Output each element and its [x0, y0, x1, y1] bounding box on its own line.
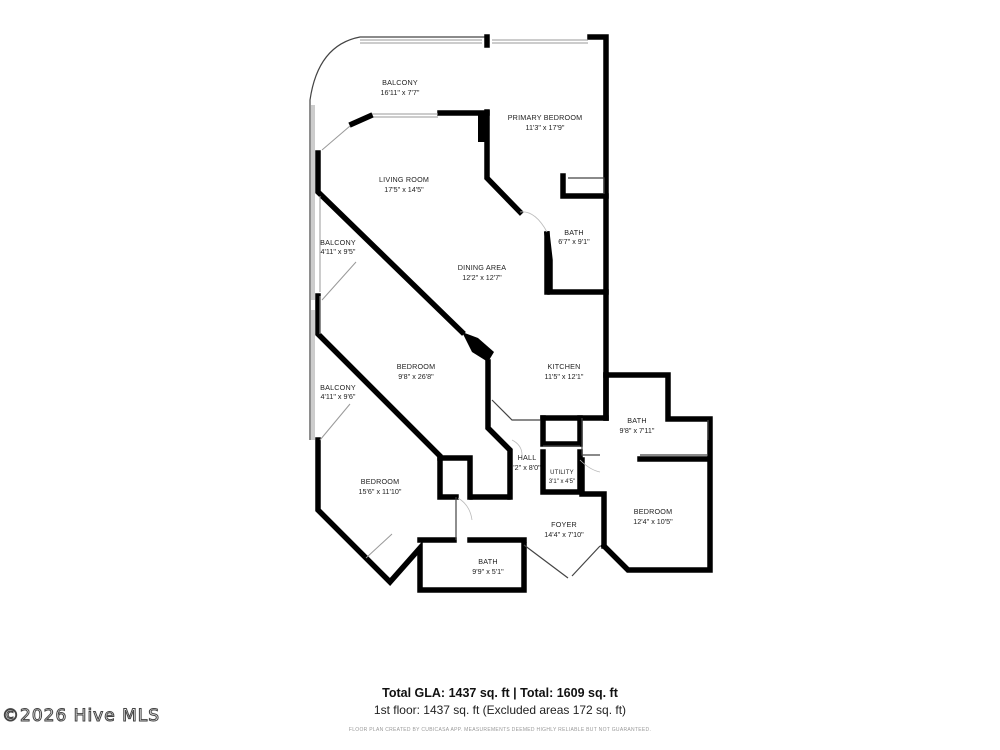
- svg-text:6'7" x 9'1": 6'7" x 9'1": [558, 237, 590, 246]
- svg-text:9'8" x 7'11": 9'8" x 7'11": [620, 426, 655, 435]
- room-label-utility: UTILITY 3'1" x 4'5": [549, 470, 575, 485]
- floor-area-summary: 1st floor: 1437 sq. ft (Excluded areas 1…: [373, 703, 627, 717]
- svg-text:BALCONY: BALCONY: [320, 238, 356, 247]
- svg-text:17'5" x 14'5": 17'5" x 14'5": [384, 185, 424, 194]
- svg-text:12'2" x 12'7": 12'2" x 12'7": [462, 273, 502, 282]
- room-label-foyer: FOYER 14'4" x 7'10": [544, 520, 584, 539]
- floor-plan: BALCONY 16'11" x 7'7" PRIMARY BEDROOM 11…: [309, 34, 713, 593]
- wall-right-block: [600, 372, 713, 573]
- svg-text:BALCONY: BALCONY: [320, 383, 356, 392]
- svg-text:HALL: HALL: [518, 453, 537, 462]
- svg-text:'2" x 8'0": '2" x 8'0": [513, 463, 541, 472]
- balcony-outline: [309, 36, 485, 440]
- room-label-primary-bedroom: PRIMARY BEDROOM 11'3" x 17'9": [508, 113, 583, 132]
- svg-text:PRIMARY BEDROOM: PRIMARY BEDROOM: [508, 113, 583, 122]
- wall-primary-top: [484, 34, 609, 421]
- column-block: [478, 114, 488, 142]
- room-label-bedroom-right: BEDROOM 12'4" x 10'5": [633, 507, 673, 526]
- room-label-bath-bottom: BATH 9'9" x 5'1": [472, 557, 504, 576]
- copyright-watermark: ©2026 Hive MLS: [1, 706, 161, 727]
- room-label-kitchen: KITCHEN 11'5" x 12'1": [545, 362, 584, 381]
- svg-text:LIVING ROOM: LIVING ROOM: [379, 175, 429, 184]
- column-diagonal: [462, 332, 494, 362]
- svg-text:DINING AREA: DINING AREA: [458, 263, 507, 272]
- svg-text:UTILITY: UTILITY: [550, 470, 574, 476]
- svg-text:BEDROOM: BEDROOM: [361, 477, 400, 486]
- wall-primary-bath: [544, 173, 609, 295]
- svg-text:9'9" x 5'1": 9'9" x 5'1": [472, 567, 504, 576]
- svg-text:11'5" x 12'1": 11'5" x 12'1": [545, 372, 584, 381]
- svg-text:15'6" x 11'10": 15'6" x 11'10": [359, 487, 402, 496]
- svg-text:BALCONY: BALCONY: [382, 78, 418, 87]
- svg-text:FOYER: FOYER: [551, 520, 577, 529]
- total-area-summary: Total GLA: 1437 sq. ft | Total: 1609 sq.…: [382, 686, 618, 700]
- wall-living-diagonal: [315, 150, 466, 336]
- svg-text:KITCHEN: KITCHEN: [548, 362, 581, 371]
- svg-text:14'4" x 7'10": 14'4" x 7'10": [544, 530, 584, 539]
- room-label-dining-area: DINING AREA 12'2" x 12'7": [458, 263, 507, 282]
- wall-bedroom-left: [315, 437, 527, 593]
- svg-text:16'11" x 7'7": 16'11" x 7'7": [381, 88, 420, 97]
- room-label-bedroom-middle: BEDROOM 9'8" x 26'8": [397, 362, 436, 381]
- room-label-balcony-top: BALCONY 16'11" x 7'7": [381, 78, 420, 97]
- svg-text:BATH: BATH: [564, 228, 583, 237]
- svg-text:9'8" x 26'8": 9'8" x 26'8": [398, 372, 434, 381]
- svg-text:BEDROOM: BEDROOM: [634, 507, 673, 516]
- room-label-balcony-mid: BALCONY 4'11" x 9'5": [320, 238, 356, 256]
- room-label-hall: HALL '2" x 8'0": [513, 453, 541, 472]
- disclaimer-text: FLOOR PLAN CREATED BY CUBICASA APP. MEAS…: [348, 727, 652, 733]
- room-label-bedroom-left: BEDROOM 15'6" x 11'10": [359, 477, 402, 496]
- room-label-balcony-low: BALCONY 4'11" x 9'6": [320, 383, 356, 401]
- svg-text:11'3" x 17'9": 11'3" x 17'9": [526, 123, 565, 132]
- svg-text:4'11" x 9'5": 4'11" x 9'5": [321, 247, 356, 256]
- svg-text:12'4" x 10'5": 12'4" x 10'5": [633, 517, 673, 526]
- room-label-bath-right: BATH 9'8" x 7'11": [620, 416, 655, 435]
- svg-text:BATH: BATH: [478, 557, 497, 566]
- svg-text:BEDROOM: BEDROOM: [397, 362, 436, 371]
- wall-kitchen-left: [485, 359, 513, 500]
- window-strip: [311, 105, 315, 440]
- svg-text:BATH: BATH: [627, 416, 646, 425]
- room-label-living-room: LIVING ROOM 17'5" x 14'5": [379, 175, 429, 194]
- room-label-bath-primary: BATH 6'7" x 9'1": [558, 228, 590, 246]
- svg-text:4'11" x 9'6": 4'11" x 9'6": [321, 392, 356, 401]
- svg-text:3'1" x 4'5": 3'1" x 4'5": [549, 479, 575, 485]
